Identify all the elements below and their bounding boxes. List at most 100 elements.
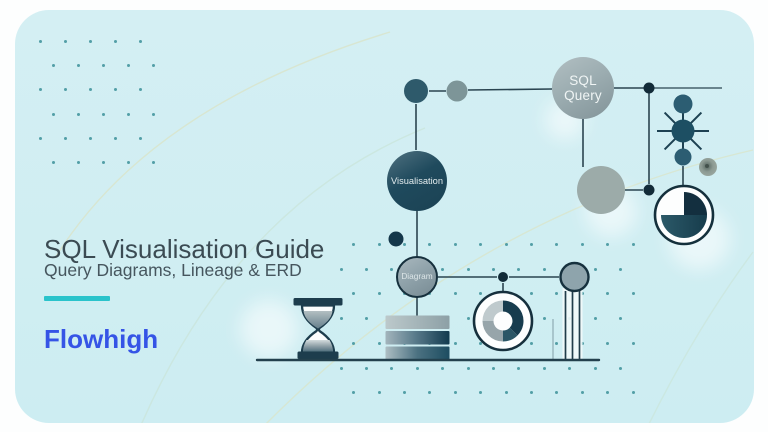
pattern-dot <box>377 341 381 345</box>
pattern-dot <box>568 366 572 370</box>
pattern-dot <box>441 267 445 271</box>
pattern-dot <box>52 112 55 116</box>
pattern-dot <box>504 391 508 395</box>
pattern-dot <box>139 40 142 43</box>
pattern-dot <box>466 267 470 271</box>
pattern-dot <box>580 243 584 246</box>
junction-dots <box>498 82 655 282</box>
accent-bar <box>44 296 110 301</box>
pattern-dot <box>77 112 80 116</box>
pattern-dot <box>428 391 432 395</box>
node-visualisation-label: Visualisation <box>390 175 444 186</box>
pattern-dot <box>530 243 533 246</box>
pattern-dot <box>631 341 635 345</box>
pattern-dot <box>52 161 55 164</box>
pattern-dot <box>453 391 457 395</box>
pattern-dot <box>127 64 130 68</box>
pattern-dot <box>77 161 80 164</box>
pattern-dot <box>339 267 343 271</box>
pattern-dot <box>364 317 368 321</box>
pattern-dot <box>530 391 533 395</box>
pattern-dot <box>114 136 117 140</box>
scatter-node-icon <box>388 231 404 247</box>
pattern-dot <box>542 366 546 370</box>
glow-spot <box>240 300 298 358</box>
speckled-dot-core <box>705 164 709 168</box>
pattern-dot <box>618 317 622 321</box>
pattern-dot <box>377 391 381 395</box>
pattern-dot <box>555 391 559 395</box>
pattern-dot <box>631 391 635 395</box>
banner-card: SQL Query Visualisation Diagram SQL Visu… <box>15 10 754 423</box>
node-diagram: Diagram <box>396 256 438 298</box>
node-sql-query-label: SQL Query <box>564 72 602 103</box>
pattern-dot <box>593 267 597 271</box>
pattern-dot <box>530 292 533 296</box>
pattern-dot <box>364 366 368 370</box>
pattern-dot <box>593 366 597 370</box>
page-title: SQL Visualisation Guide <box>44 234 325 264</box>
scatter-node-icon <box>446 80 468 102</box>
pattern-dot <box>377 292 381 296</box>
hourglass-icon <box>293 298 343 359</box>
pillar-node-icon <box>552 261 590 360</box>
pattern-dot <box>441 366 445 370</box>
pattern-dot <box>64 88 67 92</box>
pattern-dot <box>479 391 483 395</box>
pattern-dot <box>64 40 67 43</box>
pattern-dot <box>555 341 559 345</box>
pattern-dot <box>102 64 105 68</box>
pattern-dot <box>479 243 483 246</box>
pattern-dot <box>114 88 117 92</box>
pattern-dot <box>52 64 55 68</box>
brand-name: Flowhigh <box>44 324 159 354</box>
pattern-dot <box>127 112 130 116</box>
pattern-dot <box>339 317 343 321</box>
pattern-dot <box>491 366 495 370</box>
starburst-icon <box>657 94 709 166</box>
donut-chart-icon <box>472 290 534 352</box>
pattern-dot <box>466 366 470 370</box>
pattern-dot <box>606 341 610 345</box>
pattern-dot <box>89 40 92 43</box>
background-arcs <box>54 31 754 423</box>
pattern-dot <box>618 267 622 271</box>
pattern-dot <box>352 292 356 296</box>
pattern-dot <box>403 243 406 246</box>
node-diagram-label: Diagram <box>401 271 433 282</box>
scatter-node-icon <box>404 79 428 103</box>
scatter-node-icon <box>577 166 625 214</box>
pattern-dot <box>139 136 142 140</box>
pattern-dot <box>453 341 457 345</box>
pattern-dot <box>39 136 42 140</box>
pattern-dot <box>152 64 155 68</box>
pattern-dot <box>517 366 521 370</box>
pattern-dot <box>89 88 92 92</box>
pattern-dot <box>139 88 142 92</box>
pattern-dot <box>453 292 457 296</box>
pattern-dot <box>390 267 394 271</box>
pattern-dot <box>606 292 610 296</box>
pattern-dot <box>466 317 470 321</box>
node-visualisation: Visualisation <box>387 151 447 211</box>
pattern-dot <box>77 64 80 68</box>
pattern-dot <box>352 391 356 395</box>
pattern-dot <box>517 267 521 271</box>
pattern-dot <box>428 243 432 246</box>
pattern-dot <box>377 243 381 246</box>
pattern-dot <box>479 341 483 345</box>
pattern-dot <box>580 391 584 395</box>
pattern-dot <box>618 366 622 370</box>
connector-lines <box>415 87 722 316</box>
pattern-dot <box>390 366 394 370</box>
pattern-dot <box>504 243 508 246</box>
pattern-dot <box>352 243 356 246</box>
pattern-dot <box>530 341 533 345</box>
pattern-dot <box>479 292 483 296</box>
database-stack-icon <box>385 315 450 360</box>
pattern-dot <box>152 112 155 116</box>
pattern-dot <box>64 136 67 140</box>
node-sql-query: SQL Query <box>552 57 614 119</box>
pattern-dot <box>631 292 635 296</box>
